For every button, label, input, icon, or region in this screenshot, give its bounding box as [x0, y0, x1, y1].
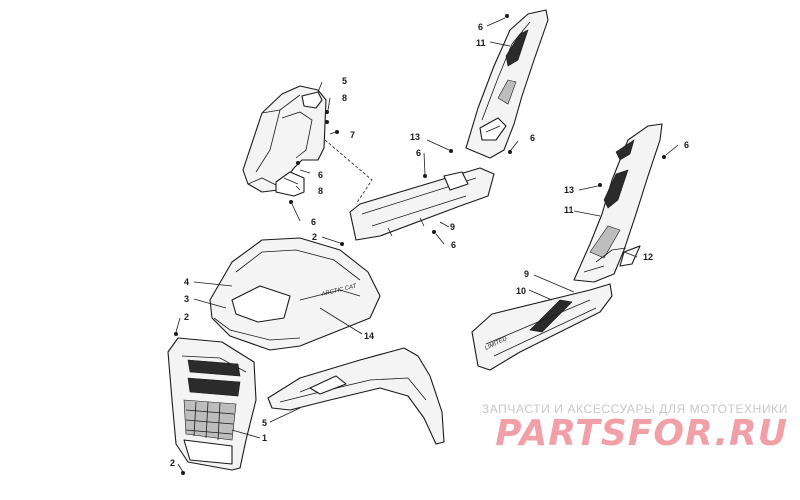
callout: 14 [364, 331, 374, 341]
callout: 9 [450, 222, 455, 232]
fastener-dot [340, 242, 344, 246]
callout: 5 [262, 418, 267, 428]
fastener-dot [289, 200, 293, 204]
fastener-dot [505, 14, 509, 18]
part-lower-panel-right: LIMITED [471, 283, 613, 371]
fastener-dot [325, 110, 329, 114]
fastener-dot [508, 150, 512, 154]
watermark-logo: PARTSFOR.RU [495, 413, 788, 454]
callout: 13 [410, 132, 420, 142]
callout: 13 [564, 185, 574, 195]
fastener-dot [598, 183, 602, 187]
callout: 2 [312, 232, 317, 242]
callout: 3 [184, 294, 189, 304]
callout: 11 [476, 38, 486, 48]
callout: 11 [564, 205, 574, 215]
callout: 10 [516, 286, 526, 296]
callout: 9 [524, 269, 529, 279]
part-front-grille [167, 337, 257, 471]
fasteners [174, 14, 666, 475]
fastener-dot [423, 174, 427, 178]
part-lower-panel-center [349, 167, 495, 241]
part-bracket-8 [275, 171, 305, 197]
callout: 8 [342, 93, 347, 103]
part-side-panel-right [573, 123, 663, 283]
callout: 7 [350, 130, 355, 140]
callout: 2 [170, 458, 175, 468]
fastener-dot [432, 230, 436, 234]
callout: 2 [184, 312, 189, 322]
fastener-dot [662, 155, 666, 159]
callout: 6 [684, 140, 689, 150]
callout-labels: 6 11 5 8 7 13 6 6 6 8 6 2 9 6 6 13 11 12… [170, 22, 689, 468]
callout: 5 [342, 76, 347, 86]
fastener-dot [335, 130, 339, 134]
callout: 6 [311, 217, 316, 227]
callout: 6 [478, 22, 483, 32]
callout: 1 [262, 433, 267, 443]
watermark-subtitle: ЗАПЧАСТИ И АКСЕССУАРЫ ДЛЯ МОТОТЕХНИКИ [481, 402, 788, 416]
part-side-panel-upper [465, 9, 549, 159]
watermark: ЗАПЧАСТИ И АКСЕССУАРЫ ДЛЯ МОТОТЕХНИКИ PA… [478, 402, 788, 454]
callout: 4 [184, 277, 189, 287]
part-front-cover-upper [242, 85, 327, 193]
callout: 6 [530, 133, 535, 143]
leader-lines [175, 17, 679, 473]
fastener-dot [449, 149, 453, 153]
callout: 8 [318, 186, 323, 196]
part-front-fender [267, 347, 445, 445]
callout: 6 [416, 148, 421, 158]
grille-mesh [183, 359, 241, 441]
callout: 6 [318, 170, 323, 180]
fastener-dot [181, 471, 185, 475]
fastener-dot [174, 332, 178, 336]
callout: 12 [643, 252, 653, 262]
callout: 6 [451, 240, 456, 250]
fastener-dot [325, 120, 329, 124]
part-hood: ARCTIC CAT [209, 237, 381, 351]
fastener-dot [296, 161, 300, 165]
